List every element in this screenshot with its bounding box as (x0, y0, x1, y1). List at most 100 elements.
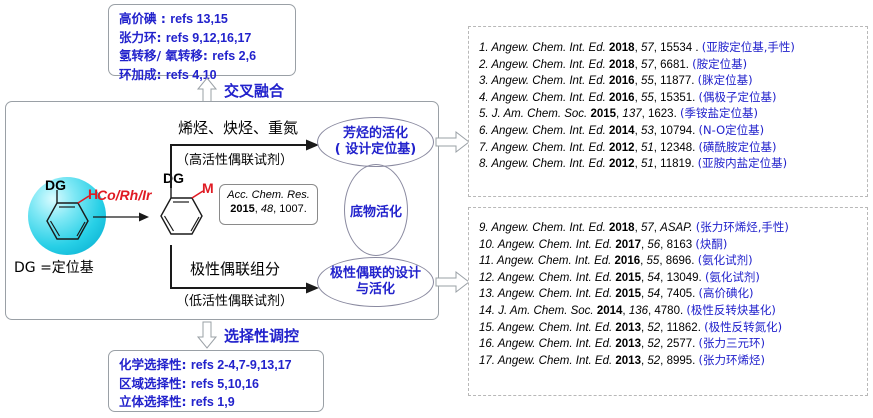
reference-page: 7405. (666, 288, 699, 301)
refs-card-line-refs: refs 2,6 (212, 49, 257, 63)
reference-volume: 137 (622, 108, 642, 121)
acc-chem-res-citation: Acc. Chem. Res. 2015, 48, 1007. (219, 184, 318, 225)
reference-journal: Angew. Chem. Int. Ed. (497, 321, 616, 334)
reference-sep: , (648, 304, 655, 317)
refs-card-line-refs: refs 4,10 (165, 67, 217, 82)
reference-volume: 51 (640, 158, 654, 171)
reference-volume: 52 (647, 354, 661, 367)
refs-card-line: 化学选择性: refs 2-4,7-9,13,17 (119, 356, 313, 375)
refs-card-line: 张力环: refs 9,12,16,17 (119, 29, 285, 48)
refs-card-line-label: 环加成: (119, 66, 166, 82)
reference-sep: , (640, 255, 647, 268)
reference-number: 4. (479, 91, 492, 104)
reference-journal: Angew. Chem. Int. Ed. (491, 124, 609, 137)
reference-journal: Angew. Chem. Int. Ed. (491, 222, 609, 234)
reference-sep: , (634, 141, 641, 154)
reference-tag: (氨化试剂) (697, 253, 753, 268)
reference-year: 2018 (608, 42, 635, 54)
reference-sep: , (634, 42, 641, 54)
reference-page: 12348. (660, 141, 699, 154)
references-list-b: 9. Angew. Chem. Int. Ed. 2018, 57, ASAP.… (469, 208, 867, 368)
reference-volume: 56 (647, 238, 661, 251)
reference-sep: , (641, 108, 648, 121)
reference-sep: , (653, 75, 661, 88)
reference-sep: , (653, 42, 661, 54)
top-branch-reagent: 烯烃、炔烃、重氮 (178, 119, 299, 137)
intermediate-m-label: M (202, 180, 214, 196)
reference-sep: , (660, 338, 667, 351)
refs-card-line-label: 立体选择性: (119, 394, 191, 409)
references-list-a: 1. Angew. Chem. Int. Ed. 2018, 57, 15534… (469, 27, 867, 172)
reference-sep: , (634, 58, 641, 71)
reference-volume: 57 (640, 222, 654, 234)
reference-year: 2016 (614, 255, 641, 268)
reference-number: 5. (479, 108, 492, 121)
reference-volume: 54 (647, 271, 661, 284)
reference-tag: (炔酮) (695, 236, 728, 251)
reference-sep: , (660, 354, 667, 367)
reference-year: 2014 (596, 304, 623, 317)
reference-journal: Angew. Chem. Int. Ed. (497, 288, 616, 301)
reference-journal: J. Am. Chem. Soc. (498, 304, 597, 317)
references-panel-b: 9. Angew. Chem. Int. Ed. 2018, 57, ASAP.… (468, 207, 868, 396)
reference-sep: , (653, 222, 661, 234)
refs-card-line: 氢转移/ 氧转移: refs 2,6 (119, 47, 285, 66)
reference-year: 2016 (608, 75, 635, 88)
ellipse-arene-line1: 芳烃的活化 (342, 126, 408, 141)
reference-number: 14. (479, 304, 499, 317)
bottom-branch-note: （低活性偶联试剂） (176, 294, 294, 309)
reference-page: ASAP. (660, 222, 696, 234)
reference-entry: 7. Angew. Chem. Int. Ed. 2012, 51, 12348… (479, 139, 861, 156)
reference-sep: , (659, 255, 666, 268)
reference-journal: Angew. Chem. Int. Ed. (497, 354, 616, 367)
reference-journal: Angew. Chem. Int. Ed. (497, 238, 616, 251)
reference-journal: Angew. Chem. Int. Ed. (496, 255, 615, 268)
refs-card-line-refs: refs 5,10,16 (190, 376, 259, 391)
reference-page: 1623. (648, 108, 680, 121)
reference-page: 10794. (660, 124, 699, 137)
ellipse-polar-coupling: 极性偶联的设计 与活化 (317, 257, 434, 307)
reference-year: 2012 (608, 141, 635, 154)
arrow-to-refs-group-b (435, 270, 470, 294)
reference-sep: , (660, 321, 667, 334)
reference-entry: 2. Angew. Chem. Int. Ed. 2018, 57, 6681.… (479, 56, 861, 73)
reference-volume: 55 (646, 255, 660, 268)
reference-page: 6681. (660, 58, 693, 71)
acc-page: 1007. (279, 203, 307, 215)
reference-entry: 4. Angew. Chem. Int. Ed. 2016, 55, 15351… (479, 89, 861, 106)
reference-volume: 136 (628, 304, 648, 317)
reference-sep: , (634, 222, 641, 234)
reference-sep: , (616, 108, 623, 121)
reference-tag: (亚胺定位基,手性) (701, 40, 795, 54)
reference-volume: 54 (647, 288, 661, 301)
reference-journal: Angew. Chem. Int. Ed. (491, 75, 609, 88)
ellipse-polar-line2: 与活化 (355, 282, 395, 297)
reference-sep: , (634, 124, 641, 137)
reference-volume: 53 (640, 124, 654, 137)
reference-journal: Angew. Chem. Int. Ed. (491, 158, 609, 171)
reference-journal: Angew. Chem. Int. Ed. (491, 91, 609, 104)
refs-card-line-refs: refs 1,9 (190, 395, 235, 409)
reference-year: 2016 (608, 91, 635, 104)
reference-sep: , (653, 124, 661, 137)
refs-card-line-refs: refs 9,12,16,17 (165, 30, 252, 45)
reference-page: 15534 . (660, 42, 702, 54)
refs-card-line-label: 区域选择性: (119, 375, 191, 391)
references-panel-a: 1. Angew. Chem. Int. Ed. 2018, 57, 15534… (468, 26, 868, 197)
reference-entry: 6. Angew. Chem. Int. Ed. 2014, 53, 10794… (479, 122, 861, 139)
reference-entry: 8. Angew. Chem. Int. Ed. 2012, 51, 11819… (479, 155, 861, 172)
reference-sep: , (640, 288, 648, 301)
reference-entry: 11. Angew. Chem. Int. Ed. 2016, 55, 8696… (479, 252, 861, 269)
reference-journal: J. Am. Chem. Soc. (491, 108, 591, 121)
substrate-h-label: H (88, 186, 99, 202)
reference-number: 17. (479, 354, 498, 367)
acc-volume: 48 (260, 203, 274, 215)
reference-year: 2013 (615, 354, 641, 367)
reference-sep: , (653, 141, 661, 154)
intermediate-dg-label: DG (163, 170, 184, 186)
reference-year: 2014 (608, 124, 635, 137)
reference-sep: , (634, 91, 641, 104)
refs-card-line-label: 氢转移/ 氧转移: (119, 48, 213, 63)
